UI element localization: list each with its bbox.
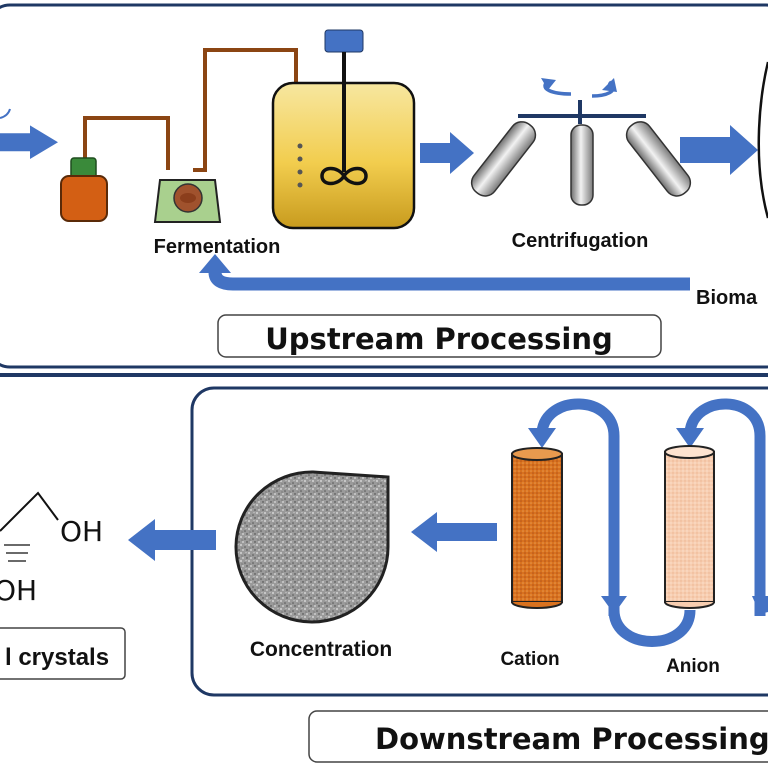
label-concentration: Concentration [250,638,392,661]
arrow-to-concentration [411,512,497,552]
serpentine-flow [536,398,766,647]
flow-arrowhead-cation [528,428,556,448]
partial-vessel-right [757,61,768,219]
arrow-to-crystals [128,519,216,561]
cation-column [511,447,563,609]
molecule-oh-top: OH [60,515,103,548]
centrifuge-tube-right [625,121,692,197]
label-centrifugation: Centrifugation [512,230,649,252]
downstream-title-box [308,710,768,763]
upstream-entry-stroke [0,108,11,119]
flow-arrowhead-bottom-right [752,596,768,614]
crystals-label-box [0,627,126,680]
fermentation-equipment [60,29,416,230]
label-crystals: l crystals [5,644,109,671]
upstream-entry-arrow [0,125,58,159]
downstream-title: Downstream Processing [375,722,768,756]
sparger-dots [297,143,303,188]
flow-arrowhead-anion [676,428,704,448]
motor-block [324,29,364,53]
centrifuge-tube-left [470,121,537,197]
upstream-title: Upstream Processing [265,322,613,356]
flow-loop-top-left [536,398,620,616]
anion-column [664,445,715,609]
media-bottle [60,175,108,222]
fermentation-tubing [83,116,170,170]
centrifuge [470,78,692,206]
flow-loop-top-right [684,398,766,616]
arrow-to-next-unit [680,125,758,175]
flow-loop-bottom [608,609,696,647]
label-biomass: Bioma [696,287,758,309]
stirrer-impeller [320,166,368,186]
upstream-title-box [217,314,662,358]
label-cation: Cation [500,649,559,670]
concentration-drop [234,470,390,624]
label-anion: Anion [666,656,720,677]
glycerol-molecule [0,491,59,562]
fermentation-tubing-2 [193,48,298,172]
arrow-to-centrifuge [420,132,474,174]
biomass-recycle-arrowhead [199,254,231,273]
centrifuge-tube-middle [570,124,594,206]
molecule-oh-bottom: OH [0,574,37,607]
label-fermentation: Fermentation [154,236,281,258]
flow-arrowhead-bottom-left [601,596,627,614]
